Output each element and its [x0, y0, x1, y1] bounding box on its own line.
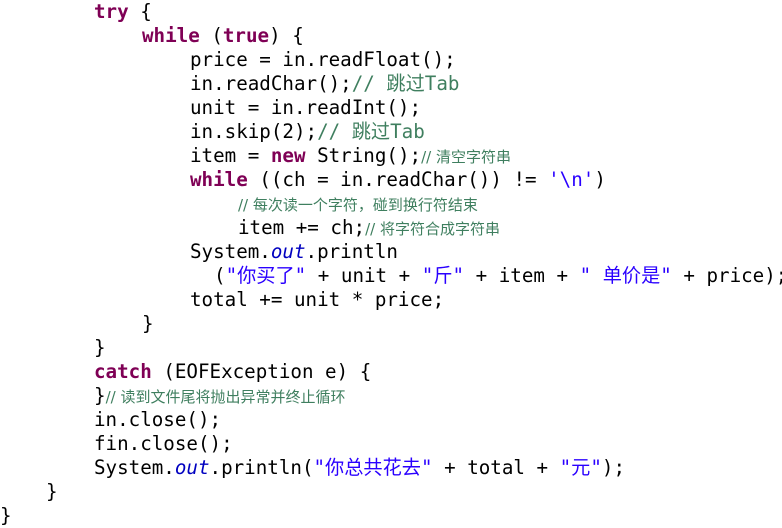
comment: // 将字符合成字符串 [365, 220, 500, 238]
code-text: unit = in.readInt(); [190, 96, 422, 119]
string-literal: "你买了" [225, 264, 307, 287]
string-literal: "你总共花去" [313, 456, 433, 479]
keyword: try [94, 0, 129, 23]
string-literal: " 单价是" [579, 264, 672, 287]
code-text: ( [199, 24, 223, 47]
code-line-16: catch (EOFException e) { [94, 360, 371, 384]
code-line-20: System.out.println("你总共花去" + total + "元"… [94, 456, 625, 480]
code-text: ((ch = in.readChar()) != [247, 168, 549, 191]
code-text: } [94, 384, 106, 407]
code-line-8: while ((ch = in.readChar()) != '\n') [190, 168, 606, 192]
static-field: out [174, 456, 210, 479]
code-text: ) [594, 168, 606, 191]
keyword: true [222, 24, 270, 47]
code-text: } [46, 480, 58, 503]
code-text: System. [94, 456, 175, 479]
code-text: + item + [464, 264, 580, 287]
string-literal: "元" [559, 456, 602, 479]
static-field: out [270, 240, 306, 263]
code-text: } [0, 504, 12, 527]
code-text: in.readChar(); [190, 72, 352, 95]
code-line-13: total += unit * price; [190, 288, 444, 312]
comment: // 清空字符串 [421, 148, 511, 166]
code-text: { [128, 0, 152, 23]
code-text: } [142, 312, 154, 335]
keyword: while [190, 168, 248, 191]
code-text: + price); [671, 264, 782, 287]
code-line-15: } [94, 336, 106, 360]
code-text: .println [305, 240, 398, 263]
comment: // 跳过Tab [351, 72, 460, 95]
code-line-17: }// 读到文件尾将抛出异常并终止循环 [94, 384, 345, 408]
code-line-3: price = in.readFloat(); [190, 48, 456, 72]
comment: // 每次读一个字符，碰到换行符结束 [238, 196, 478, 214]
code-text: fin.close(); [94, 432, 233, 455]
code-text: total += unit * price; [190, 288, 445, 311]
keyword: catch [94, 360, 152, 383]
code-text: .println( [209, 456, 314, 479]
comment: // 读到文件尾将抛出异常并终止循环 [105, 388, 346, 406]
code-line-9: // 每次读一个字符，碰到换行符结束 [238, 192, 478, 216]
code-line-12: ("你买了" + unit + "斤" + item + " 单价是" + pr… [214, 264, 782, 288]
code-line-6: in.skip(2);// 跳过Tab [190, 120, 425, 144]
code-line-11: System.out.println [190, 240, 398, 264]
code-text: in.close(); [94, 408, 222, 431]
code-text: item += ch; [238, 216, 366, 239]
code-line-22: } [0, 504, 12, 528]
code-text: + total + [432, 456, 560, 479]
keyword: new [270, 144, 306, 167]
comment: // 跳过Tab [317, 120, 425, 143]
code-text: item = [190, 144, 271, 167]
code-line-21: } [46, 480, 58, 504]
code-line-7: item = new String();// 清空字符串 [190, 144, 511, 168]
code-text: ( [214, 264, 226, 287]
string-literal: "斤" [421, 264, 465, 287]
code-text: ) { [269, 24, 304, 47]
code-line-5: unit = in.readInt(); [190, 96, 421, 120]
string-literal: '\n' [548, 168, 595, 191]
code-line-19: fin.close(); [94, 432, 233, 456]
code-text: } [94, 336, 106, 359]
code-text: ); [601, 456, 626, 479]
code-line-18: in.close(); [94, 408, 221, 432]
code-text: + unit + [306, 264, 422, 287]
code-text: System. [190, 240, 271, 263]
code-line-2: while (true) { [142, 24, 304, 48]
code-text: (EOFException e) { [151, 360, 372, 383]
code-text: price = in.readFloat(); [190, 48, 456, 71]
code-line-1: try { [94, 0, 152, 24]
code-text: String(); [305, 144, 422, 167]
code-line-4: in.readChar();// 跳过Tab [190, 72, 459, 96]
keyword: while [142, 24, 200, 47]
code-line-10: item += ch;// 将字符合成字符串 [238, 216, 500, 240]
code-line-14: } [142, 312, 154, 336]
code-text: in.skip(2); [190, 120, 318, 143]
